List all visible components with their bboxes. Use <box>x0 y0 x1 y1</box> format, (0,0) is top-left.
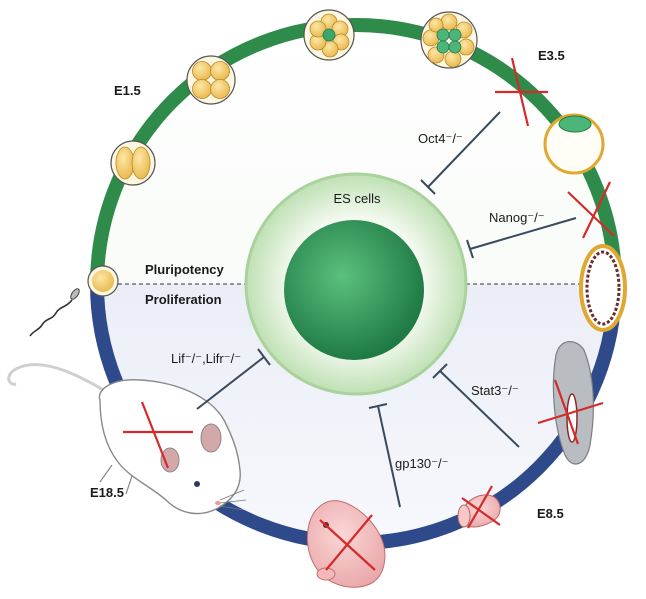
lif-inhibition-arrow <box>196 348 271 410</box>
late-blastocyst-icon <box>579 244 627 332</box>
oct4-knockout-label: Oct4⁻/⁻ <box>418 131 463 146</box>
zygote-icon <box>87 265 119 297</box>
lif-knockout-label: Lif⁻/⁻,Lifr⁻/⁻ <box>171 351 241 366</box>
gp130-inhibition-arrow <box>368 403 401 508</box>
mouse-icon <box>7 363 247 515</box>
knockout-cross-fetus <box>319 514 376 571</box>
es-cell-nucleus <box>284 220 424 360</box>
knockout-cross-mouse <box>123 401 193 469</box>
oct4-inhibition-arrow <box>420 111 501 195</box>
stage-label-e18-5: E18.5 <box>90 485 124 500</box>
nanog-inhibition-arrow <box>466 217 577 259</box>
gp130-knockout-label: gp130⁻/⁻ <box>395 456 449 471</box>
stat3-knockout-label: Stat3⁻/⁻ <box>471 383 519 398</box>
morula-icon <box>420 11 478 69</box>
stage-label-e3-5: E3.5 <box>538 48 565 63</box>
knockout-cross-e3-5 <box>495 57 548 127</box>
nanog-knockout-label: Nanog⁻/⁻ <box>489 210 545 225</box>
knockout-cross-e8-5-embryo <box>461 485 501 529</box>
eight-cell-embryo-icon <box>303 9 355 61</box>
stat3-inhibition-arrow <box>432 363 520 448</box>
egg-cylinder-icon <box>552 341 594 465</box>
stage-label-e8-5: E8.5 <box>537 506 564 521</box>
stage-label-e1-5: E1.5 <box>114 83 141 98</box>
blastocyst-icon <box>543 113 605 175</box>
knockout-cross-e8-5-cylinder <box>537 379 604 445</box>
pluripotency-label: Pluripotency <box>145 262 225 277</box>
four-cell-embryo-icon <box>186 55 236 105</box>
es-cells-label: ES cells <box>334 191 381 206</box>
two-cell-embryo-icon <box>110 140 156 186</box>
proliferation-label: Proliferation <box>145 292 222 307</box>
knockout-cross-nanog <box>567 181 615 239</box>
ring-green-segment <box>90 18 622 284</box>
sperm-icon <box>29 288 80 337</box>
